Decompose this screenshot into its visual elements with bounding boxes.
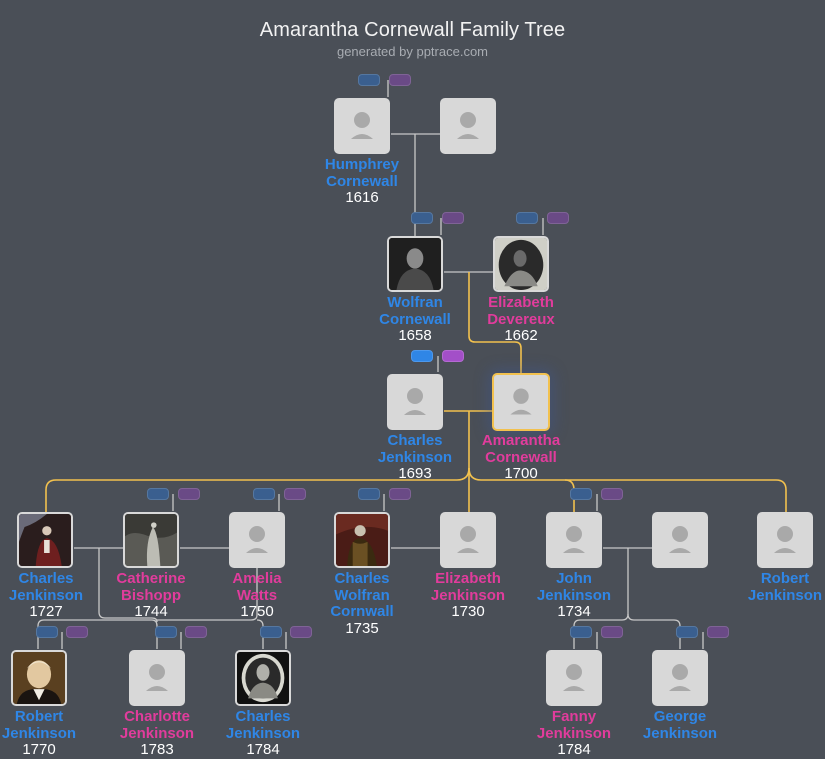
person-card-humphrey[interactable] <box>334 98 390 154</box>
person-placeholder-icon <box>546 650 602 706</box>
person-card-charles-1784[interactable] <box>235 650 291 706</box>
person-card-amarantha-focus[interactable] <box>492 373 550 431</box>
person-placeholder-icon <box>546 512 602 568</box>
portrait-photo-icon <box>389 238 441 290</box>
father-toggle[interactable] <box>411 350 433 362</box>
person-card-robert-1770[interactable] <box>11 650 67 706</box>
person-label-charles-wolfran-cornwall[interactable]: Charles Wolfran Cornwall 1735 <box>330 570 394 637</box>
person-card-john-jenkinson[interactable] <box>546 512 602 568</box>
person-label-wolfran[interactable]: Wolfran Cornewall 1658 <box>379 294 451 344</box>
person-label-robert-jenkinson-sibling[interactable]: Robert Jenkinson <box>747 570 823 604</box>
portrait-photo-icon <box>125 514 177 566</box>
father-toggle[interactable] <box>570 488 592 500</box>
person-label-charles-1727[interactable]: Charles Jenkinson 1727 <box>8 570 84 620</box>
father-toggle[interactable] <box>253 488 275 500</box>
page-title: Amarantha Cornewall Family Tree <box>259 19 566 41</box>
mother-toggle[interactable] <box>707 626 729 638</box>
father-toggle[interactable] <box>516 212 538 224</box>
person-label-amarantha[interactable]: Amarantha Cornewall 1700 <box>481 432 561 482</box>
portrait-photo-icon <box>495 238 547 290</box>
person-label-charlotte-jenkinson[interactable]: Charlotte Jenkinson 1783 <box>119 708 195 758</box>
mother-toggle[interactable] <box>442 212 464 224</box>
mother-toggle[interactable] <box>284 488 306 500</box>
father-toggle[interactable] <box>147 488 169 500</box>
person-placeholder-icon <box>229 512 285 568</box>
father-toggle[interactable] <box>36 626 58 638</box>
portrait-photo-icon <box>13 652 65 704</box>
person-placeholder-icon <box>334 98 390 154</box>
person-card-robert-jenkinson-sibling[interactable] <box>757 512 813 568</box>
person-label-fanny-jenkinson[interactable]: Fanny Jenkinson 1784 <box>536 708 612 758</box>
father-toggle[interactable] <box>155 626 177 638</box>
person-placeholder-icon <box>387 374 443 430</box>
person-card-charlotte-jenkinson[interactable] <box>129 650 185 706</box>
father-toggle[interactable] <box>570 626 592 638</box>
person-label-elizabeth-devereux[interactable]: Elizabeth Devereux 1662 <box>487 294 555 344</box>
person-card-amelia-watts[interactable] <box>229 512 285 568</box>
person-label-robert-1770[interactable]: Robert Jenkinson 1770 <box>1 708 77 758</box>
person-card-john-spouse[interactable] <box>652 512 708 568</box>
person-placeholder-icon <box>652 650 708 706</box>
person-label-george-jenkinson[interactable]: George Jenkinson <box>642 708 718 742</box>
person-label-humphrey[interactable]: Humphrey Cornewall 1616 <box>324 156 400 206</box>
person-card-charles-1727[interactable] <box>17 512 73 568</box>
person-label-amelia-watts[interactable]: Amelia Watts 1750 <box>232 570 282 620</box>
person-card-elizabeth-devereux[interactable] <box>493 236 549 292</box>
person-placeholder-icon <box>652 512 708 568</box>
mother-toggle[interactable] <box>442 350 464 362</box>
person-card-charles-wolfran-cornwall[interactable] <box>334 512 390 568</box>
person-card-george-jenkinson[interactable] <box>652 650 708 706</box>
mother-toggle[interactable] <box>178 488 200 500</box>
mother-toggle[interactable] <box>389 74 411 86</box>
person-placeholder-icon <box>440 98 496 154</box>
person-placeholder-icon <box>757 512 813 568</box>
mother-toggle[interactable] <box>601 626 623 638</box>
person-card-wolfran[interactable] <box>387 236 443 292</box>
mother-toggle[interactable] <box>290 626 312 638</box>
mother-toggle[interactable] <box>66 626 88 638</box>
father-toggle[interactable] <box>260 626 282 638</box>
person-label-catherine-bishopp[interactable]: Catherine Bishopp 1744 <box>116 570 186 620</box>
person-card-charles-1693[interactable] <box>387 374 443 430</box>
page-subtitle: generated by pptrace.com <box>336 44 489 59</box>
person-label-charles-1693[interactable]: Charles Jenkinson 1693 <box>377 432 453 482</box>
person-label-john-jenkinson[interactable]: John Jenkinson 1734 <box>536 570 612 620</box>
mother-toggle[interactable] <box>601 488 623 500</box>
father-toggle[interactable] <box>358 74 380 86</box>
person-card-humphrey-spouse[interactable] <box>440 98 496 154</box>
person-placeholder-icon <box>440 512 496 568</box>
mother-toggle[interactable] <box>389 488 411 500</box>
person-label-charles-1784[interactable]: Charles Jenkinson 1784 <box>225 708 301 758</box>
person-placeholder-icon <box>494 375 548 429</box>
person-card-elizabeth-jenkinson[interactable] <box>440 512 496 568</box>
mother-toggle[interactable] <box>185 626 207 638</box>
portrait-photo-icon <box>19 514 71 566</box>
father-toggle[interactable] <box>358 488 380 500</box>
person-card-catherine-bishopp[interactable] <box>123 512 179 568</box>
portrait-photo-icon <box>336 514 388 566</box>
portrait-photo-icon <box>237 652 289 704</box>
mother-toggle[interactable] <box>547 212 569 224</box>
father-toggle[interactable] <box>676 626 698 638</box>
person-card-fanny-jenkinson[interactable] <box>546 650 602 706</box>
person-placeholder-icon <box>129 650 185 706</box>
person-label-elizabeth-jenkinson[interactable]: Elizabeth Jenkinson 1730 <box>430 570 506 620</box>
father-toggle[interactable] <box>411 212 433 224</box>
